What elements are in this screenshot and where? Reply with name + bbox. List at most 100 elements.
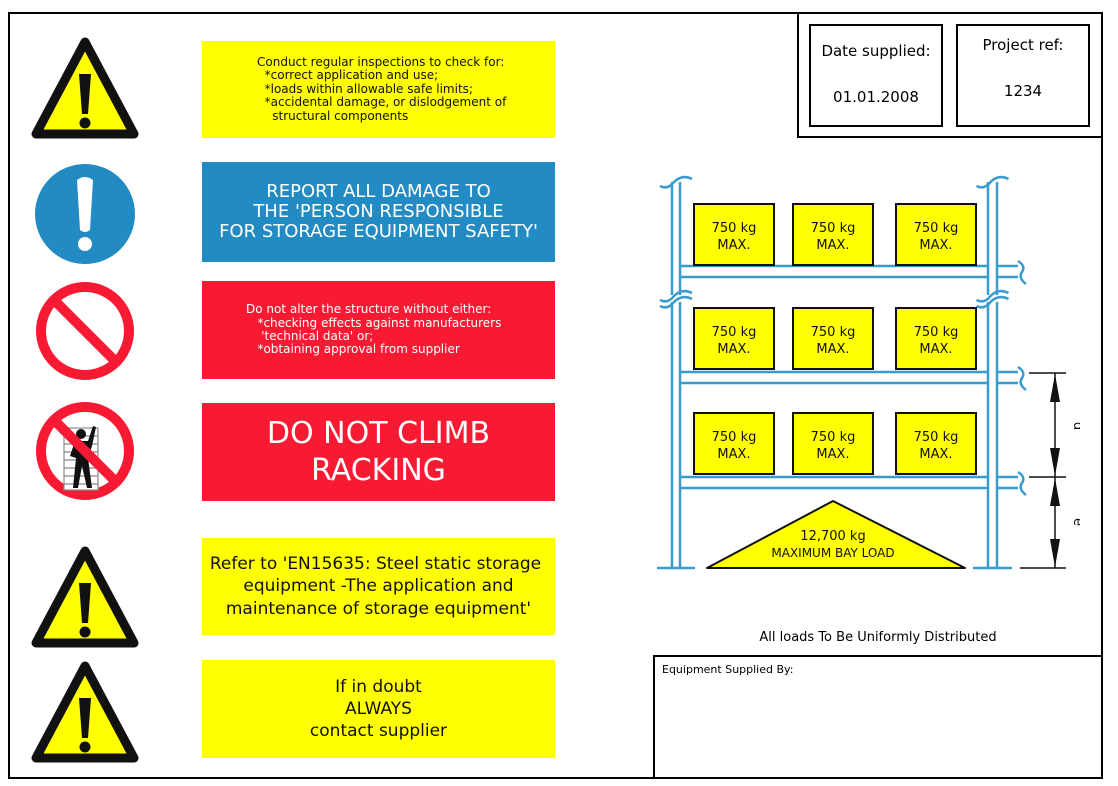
inspection-sign: Conduct regular inspections to check for… — [202, 41, 555, 138]
mandatory-exclamation-circle-icon — [35, 164, 135, 264]
load-box-rect — [792, 307, 874, 370]
sign-line: *accidental damage, or dislodgement of — [257, 95, 507, 110]
load-box-max: MAX. — [717, 447, 750, 462]
dimension-label-e: e — [1070, 518, 1080, 526]
load-box-rect — [792, 203, 874, 266]
rack-boxes: 750 kg MAX. 750 kg MAX. 750 kg MAX. 750 kg MAX.… — [693, 203, 977, 475]
warning-triangle-icon — [31, 661, 139, 763]
load-box: 750 kg MAX. — [792, 412, 874, 475]
break-mark — [975, 289, 1010, 303]
sign-line: *obtaining approval from supplier — [246, 342, 460, 357]
load-box: 750 kg MAX. — [895, 203, 977, 266]
sign-line: If in doubt — [335, 676, 422, 697]
break-mark — [975, 175, 1010, 189]
break-mark — [659, 175, 693, 189]
load-box-value: 750 kg — [712, 221, 757, 236]
load-box-max: MAX. — [816, 238, 849, 253]
sign-line: Conduct regular inspections to check for… — [257, 54, 505, 69]
load-box-value: 750 kg — [811, 325, 856, 340]
break-mark — [975, 295, 1010, 309]
load-box-value: 750 kg — [811, 221, 856, 236]
project-ref-value: 1234 — [1003, 82, 1043, 100]
sign-line: THE 'PERSON RESPONSIBLE — [253, 200, 504, 222]
arrow-down-icon — [1050, 448, 1060, 476]
load-box-rect — [792, 412, 874, 475]
date-supplied-field[interactable]: Date supplied: 01.01.2008 — [809, 24, 943, 127]
rack-diagram: 750 kg MAX. 750 kg MAX. 750 kg MAX. 750 kg MAX.… — [657, 175, 1080, 570]
climbing-person-icon — [63, 426, 99, 491]
warning-triangle-icon — [31, 546, 139, 648]
load-box-max: MAX. — [717, 342, 750, 357]
bay-load-value: 12,700 kg — [800, 529, 865, 544]
report-damage-sign: REPORT ALL DAMAGE TO THE 'PERSON RESPONS… — [202, 162, 555, 262]
load-box-rect — [895, 203, 977, 266]
arrow-up-icon — [1050, 374, 1060, 402]
sign-line: maintenance of storage equipment' — [225, 598, 532, 619]
load-box-value: 750 kg — [811, 430, 856, 445]
break-mark — [1017, 259, 1027, 285]
sign-line: *correct application and use; — [257, 68, 439, 83]
sign-line: Refer to 'EN15635: Steel static storage — [209, 554, 542, 575]
load-box-max: MAX. — [919, 447, 952, 462]
arrow-up-icon — [1050, 478, 1060, 506]
load-box: 750 kg MAX. — [792, 203, 874, 266]
load-box: 750 kg MAX. — [693, 203, 775, 266]
equipment-supplied-by-field[interactable]: Equipment Supplied By: — [653, 655, 1103, 779]
sign-line: *checking effects against manufacturers — [246, 315, 502, 330]
load-box: 750 kg MAX. — [693, 412, 775, 475]
load-box-value: 750 kg — [914, 430, 959, 445]
do-not-climb-sign: DO NOT CLIMB RACKING — [202, 403, 555, 501]
sign-line: contact supplier — [309, 721, 448, 742]
reference-panel: Date supplied: 01.01.2008 Project ref: 1… — [797, 12, 1103, 138]
prohibition-circle-icon — [36, 282, 134, 380]
load-box-max: MAX. — [717, 238, 750, 253]
load-box-value: 750 kg — [712, 325, 757, 340]
load-box: 750 kg MAX. — [895, 412, 977, 475]
project-ref-field[interactable]: Project ref: 1234 — [956, 24, 1090, 127]
load-box-max: MAX. — [919, 342, 952, 357]
dimension-annotations — [1020, 372, 1066, 569]
notice-frame — [8, 12, 1103, 779]
load-box: 750 kg MAX. — [693, 307, 775, 370]
load-box-max: MAX. — [816, 342, 849, 357]
sign-line: DO NOT CLIMB — [266, 415, 491, 451]
sign-line: RACKING — [311, 453, 446, 488]
dimension-label-d: d — [1070, 422, 1080, 430]
uniform-load-note: All loads To Be Uniformly Distributed — [759, 630, 997, 645]
load-box: 750 kg MAX. — [792, 307, 874, 370]
do-not-alter-sign: Do not alter the structure without eithe… — [202, 281, 555, 379]
standard-reference-sign: Refer to 'EN15635: Steel static storage … — [202, 538, 555, 635]
break-mark — [659, 295, 693, 309]
load-box-rect — [693, 412, 775, 475]
load-box-value: 750 kg — [712, 430, 757, 445]
break-mark — [1017, 365, 1027, 391]
load-box-max: MAX. — [816, 447, 849, 462]
bay-load-triangle: 12,700 kg MAXIMUM BAY LOAD — [706, 500, 966, 569]
sign-line: Do not alter the structure without eithe… — [246, 302, 492, 317]
equipment-supplied-by-label: Equipment Supplied By: — [662, 663, 794, 676]
sign-line: 'technical data' or; — [246, 329, 374, 343]
date-supplied-label: Date supplied: — [821, 42, 931, 60]
bay-load-label: MAXIMUM BAY LOAD — [771, 546, 894, 560]
load-box-value: 750 kg — [914, 221, 959, 236]
load-box-rect — [895, 307, 977, 370]
rack-frame — [657, 175, 1027, 570]
break-mark — [1017, 470, 1027, 496]
sign-line: structural components — [257, 108, 409, 123]
sign-line: FOR STORAGE EQUIPMENT SAFETY' — [219, 221, 538, 243]
sign-line: REPORT ALL DAMAGE TO — [266, 180, 491, 202]
load-box: 750 kg MAX. — [895, 307, 977, 370]
load-box-max: MAX. — [919, 238, 952, 253]
contact-supplier-sign: If in doubt ALWAYS contact supplier — [202, 660, 555, 758]
arrow-down-icon — [1050, 539, 1060, 567]
load-box-value: 750 kg — [914, 325, 959, 340]
warning-triangle-icon — [31, 37, 139, 139]
sign-line: ALWAYS — [345, 698, 412, 719]
break-mark — [659, 289, 693, 303]
load-box-rect — [693, 307, 775, 370]
sign-line: equipment -The application and — [243, 576, 514, 597]
project-ref-label: Project ref: — [982, 36, 1064, 54]
date-supplied-value: 01.01.2008 — [833, 88, 919, 106]
sign-line: *loads within allowable safe limits; — [257, 81, 473, 96]
no-climbing-icon — [36, 402, 134, 500]
